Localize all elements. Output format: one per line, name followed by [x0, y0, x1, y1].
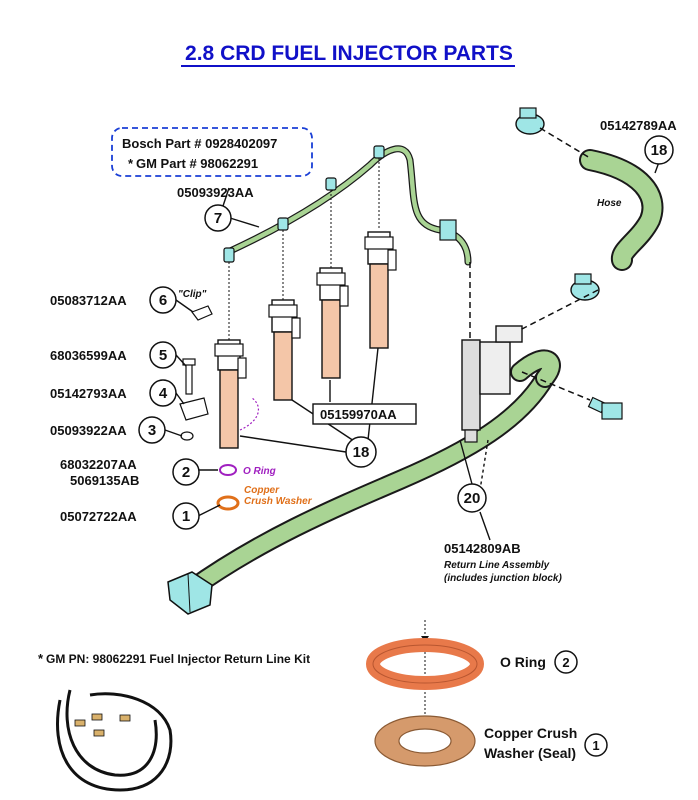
bolt-icon	[182, 358, 196, 395]
inlet-fitting-icon	[439, 219, 457, 241]
bottom-washer-label-1: Copper Crush	[484, 725, 577, 741]
upper-hose	[579, 149, 664, 271]
callout-7: 7	[204, 204, 232, 232]
callout-18-hose: 18	[644, 135, 674, 165]
copper-washer-small-icon	[216, 495, 240, 511]
fuel-injector-1	[214, 339, 247, 449]
fuel-injector-3	[316, 267, 349, 379]
bottom-washer-label-2: Washer (Seal)	[484, 745, 576, 761]
washer-icon	[180, 431, 194, 441]
label-5069135AB: 5069135AB	[70, 473, 139, 488]
copper-washer-photo	[374, 715, 476, 767]
clip-icon	[191, 305, 213, 321]
washer-note-line1: Copper	[244, 485, 280, 496]
label-05093923AA: 05093923AA	[177, 185, 254, 200]
label-68032207AA: 68032207AA	[60, 457, 137, 472]
svg-text:7: 7	[214, 210, 222, 227]
label-05142793AA: 05142793AA	[50, 386, 127, 401]
bottom-callout-2: 2	[554, 650, 578, 674]
callout-4: 4	[149, 379, 177, 407]
bottom-callout-1: 1	[584, 733, 608, 757]
return-line-note-2: (includes junction block)	[444, 573, 562, 584]
svg-text:5: 5	[159, 347, 167, 364]
svg-text:20: 20	[464, 490, 481, 507]
svg-text:3: 3	[148, 422, 156, 439]
oring-dotted-lead	[239, 397, 259, 431]
svg-text:18: 18	[353, 444, 370, 461]
return-line-kit-image	[56, 689, 173, 792]
callout-18-injectors: 18	[345, 436, 377, 468]
bosch-part-box	[111, 127, 313, 177]
label-box-05159970AA	[312, 403, 417, 425]
clamp-icon	[179, 397, 209, 421]
hose-note: Hose	[597, 198, 622, 209]
svg-text:2: 2	[562, 655, 569, 670]
kit-asterisk: *	[38, 651, 44, 666]
hex-fitting-icon	[167, 571, 213, 615]
callout-6: 6	[149, 286, 177, 314]
label-05083712AA: 05083712AA	[50, 293, 127, 308]
oring-small-icon	[219, 464, 237, 476]
bosch-part-line: Bosch Part # 0928402097	[122, 136, 277, 151]
page-title: 2.8 CRD FUEL INJECTOR PARTS	[185, 42, 513, 65]
svg-text:1: 1	[182, 508, 190, 525]
fuel-injector-2	[268, 299, 301, 401]
gm-part-asterisk: *	[128, 156, 134, 171]
svg-text:6: 6	[159, 292, 167, 309]
return-line-note-1: Return Line Assembly	[444, 560, 550, 571]
label-05142789AA: 05142789AA	[600, 118, 677, 133]
washer-note-line2: Crush Washer	[244, 496, 313, 507]
svg-text:4: 4	[159, 385, 168, 402]
oring-note: O Ring	[243, 466, 276, 477]
bottom-oring-label: O Ring	[500, 654, 546, 670]
injector-dashed-leads	[228, 158, 380, 340]
hose-clamp-icon-top	[515, 107, 545, 135]
junction-block	[461, 325, 523, 443]
callout-5: 5	[149, 341, 177, 369]
label-68036599AA: 68036599AA	[50, 348, 127, 363]
return-hose	[180, 349, 561, 600]
label-05072722AA: 05072722AA	[60, 509, 137, 524]
svg-text:1: 1	[592, 738, 599, 753]
kit-description: GM PN: 98062291 Fuel Injector Return Lin…	[46, 652, 310, 666]
callout-3: 3	[138, 416, 166, 444]
fuel-injector-4	[364, 231, 397, 349]
label-05142809AB: 05142809AB	[444, 541, 521, 556]
label-05093922AA: 05093922AA	[50, 423, 127, 438]
callout-1: 1	[172, 502, 200, 530]
hose-bolt-icon	[587, 396, 623, 420]
oring-photo	[366, 638, 484, 690]
right-dashed-leads	[469, 127, 599, 401]
gm-part-line: GM Part # 98062291	[136, 156, 258, 171]
label-05159970AA: 05159970AA	[320, 407, 397, 422]
callout-2: 2	[172, 458, 200, 486]
svg-text:18: 18	[651, 142, 668, 159]
callout-20: 20	[457, 483, 487, 513]
hose-clamp-icon-middle	[570, 273, 600, 301]
svg-text:2: 2	[182, 464, 190, 481]
clip-note: "Clip"	[178, 289, 207, 300]
